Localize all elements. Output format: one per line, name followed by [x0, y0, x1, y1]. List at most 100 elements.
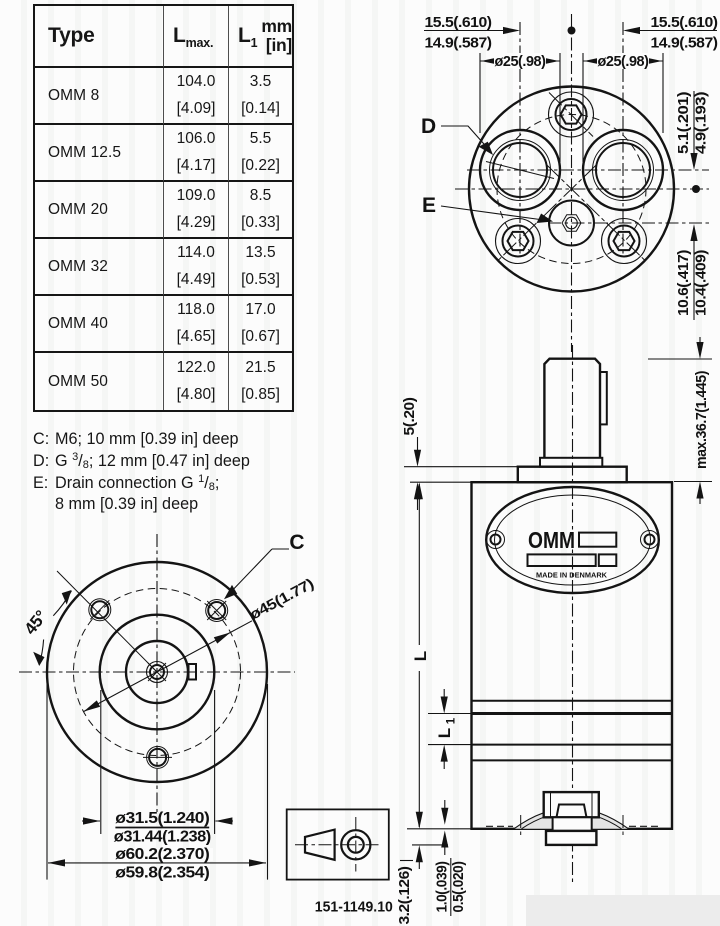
- note-e-pre: Drain connection G: [55, 473, 199, 492]
- dim-arrow-icon: [645, 57, 662, 65]
- bolt-angle-line: [56, 570, 158, 673]
- plate-screw-boss: [486, 530, 505, 549]
- symbol-box: [285, 808, 390, 881]
- dim-arrow-icon: [440, 696, 448, 714]
- screw-hex-socket: [612, 230, 636, 252]
- hole-thread-circle: [88, 598, 112, 622]
- dim-arrow-icon: [696, 481, 704, 499]
- note-e-sub: 8: [208, 480, 215, 493]
- note-e-slash: /: [204, 473, 209, 492]
- dim-text-max: ø31.5(1.240): [115, 810, 209, 827]
- port-boss-circle: [581, 128, 665, 212]
- dim-text-mm: 1.0(.039): [435, 861, 451, 913]
- plug-neck: [551, 816, 593, 832]
- dim-arrow-icon: [441, 807, 449, 825]
- screw-outer-circle: [494, 217, 542, 265]
- l1-mm: 17.0: [245, 301, 276, 318]
- dim-arrow-icon: [503, 26, 520, 35]
- table-row-l1: 13.5[0.53]: [229, 239, 292, 296]
- plate-screw-right: [643, 533, 656, 546]
- dim-line: [83, 631, 231, 713]
- side-view: OMM MADE IN DENMARK: [397, 337, 712, 925]
- note-d-sub: 8: [82, 458, 89, 471]
- header-l1-label: L: [238, 24, 251, 47]
- dim-arrow-icon: [584, 57, 601, 65]
- table-row-lmax: 122.0[4.80]: [164, 353, 229, 410]
- dim-arrow-icon: [441, 830, 449, 848]
- dim-port-offset-left: 15.5(.610) 14.9(.587): [424, 15, 520, 52]
- type-value: OMM 20: [48, 200, 109, 218]
- plug-inner-profile: [555, 803, 588, 818]
- lmax-in: [4.49]: [176, 270, 216, 288]
- dim-text: max.36.7(1.445): [694, 370, 710, 469]
- dim-arrow-icon: [61, 590, 72, 605]
- angle-arc: [52, 590, 72, 617]
- port-thread-circle: [592, 139, 654, 201]
- dim-port-dia-left: ø25(.98): [479, 53, 561, 162]
- dim-text-backing: [597, 53, 649, 68]
- drain-port-e: [548, 199, 595, 247]
- dim-text-mm: 15.5(.610): [651, 15, 719, 31]
- note-e-sup: 1: [198, 472, 205, 485]
- shaft-circle: [149, 664, 165, 680]
- lmax-mm: 106.0: [176, 130, 216, 147]
- l1-in: [0.53]: [241, 270, 280, 288]
- screw-head-circle: [554, 98, 588, 131]
- bolt-hole-bottom: [143, 745, 172, 769]
- hole-cross: [206, 600, 227, 621]
- table-row-l1: 5.5[0.22]: [229, 125, 292, 182]
- dim-max-height: max.36.7(1.445): [648, 337, 712, 504]
- shaft-outer-circle: [145, 660, 169, 684]
- dim-plug-protrusion: 3.2(.126): [397, 844, 448, 925]
- leader-arrow-icon: [224, 584, 238, 600]
- dim-port-drop: 5.1(.201) 4.9(.193): [676, 91, 710, 170]
- l1-in: [0.33]: [241, 213, 280, 231]
- label-c: C: [224, 531, 305, 600]
- screw-head-circle: [501, 224, 535, 258]
- dim-text: 45°: [21, 607, 52, 639]
- dim-text-backing: [494, 53, 546, 68]
- plate-origin-text: MADE IN DENMARK: [536, 571, 608, 580]
- dim-text: 3.2(.126): [397, 866, 413, 925]
- dim-datum-dot: [567, 26, 576, 35]
- table-row-type: OMM 12.5: [35, 125, 164, 182]
- cone-side-view: [303, 828, 336, 862]
- lmax-in: [4.65]: [176, 327, 216, 345]
- dim-text: L: [411, 651, 430, 661]
- dim-arrow-icon: [415, 811, 423, 829]
- l1-in: [0.67]: [241, 327, 280, 345]
- note-e-line2-text: 8 mm [0.39 in] deep: [55, 495, 199, 514]
- keyway: [187, 663, 197, 681]
- lmax-mm: 114.0: [177, 244, 215, 261]
- leader-arrow-icon: [536, 213, 553, 223]
- lmax-mm: 118.0: [177, 301, 215, 318]
- l1-mm: 5.5: [249, 130, 272, 147]
- table-row-l1: 21.5[0.85]: [229, 353, 292, 410]
- table-row-l1: 17.0 [0.67]: [229, 296, 292, 353]
- note-d-pre: G: [55, 451, 73, 470]
- pilot-circle: [98, 613, 216, 731]
- note-e-post: ;: [214, 473, 220, 492]
- type-value: OMM 12.5: [48, 143, 122, 161]
- table-row-type: OMM 20: [35, 182, 164, 239]
- dim-line-ext: [230, 620, 253, 633]
- l1-mm: 8.5: [249, 187, 272, 204]
- header-l1-sub: 1: [250, 36, 258, 50]
- bolt-hole-top-left: [88, 598, 112, 622]
- dim-arrow-icon: [696, 342, 704, 359]
- lmax-mm: 104.0: [176, 73, 216, 90]
- table-row-lmax: 106.0[4.17]: [164, 125, 229, 182]
- dim-arrow-icon: [481, 57, 498, 65]
- note-d-slash: /: [78, 451, 83, 470]
- projection-symbol: [285, 808, 390, 881]
- dim-arrow-icon: [83, 817, 100, 825]
- port-d-label: D: [421, 115, 436, 138]
- header-units: mm [in]: [261, 17, 292, 55]
- bolt-c-label: C: [289, 531, 304, 554]
- dim-text-sub: 1: [446, 717, 458, 724]
- dim-bolt-circle: ø45(1.77): [83, 576, 317, 713]
- centerline-screw-br: [546, 164, 648, 263]
- note-d: D:G 3/8; 12 mm [0.47 in] deep: [33, 451, 283, 473]
- dim-text: L: [435, 728, 454, 738]
